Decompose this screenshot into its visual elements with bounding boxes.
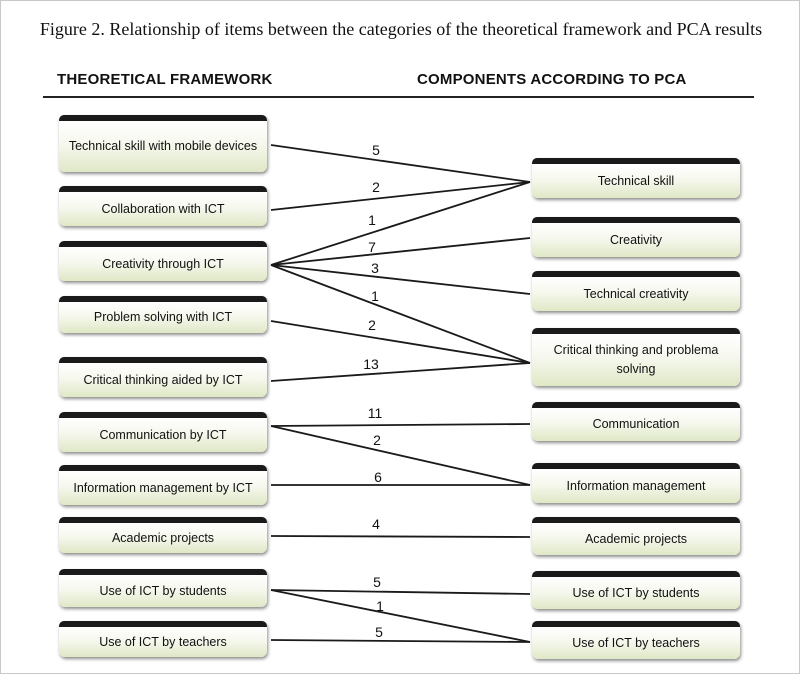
framework-box: Communication by ICT (59, 412, 267, 452)
component-box-label: Use of ICT by students (572, 585, 700, 600)
component-box-label: Communication (592, 417, 680, 431)
component-box-label: Use of ICT by teachers (572, 635, 700, 650)
component-box: Communication (532, 402, 740, 441)
item-count-label: 1 (376, 598, 384, 614)
item-count-label: 1 (371, 288, 379, 304)
item-count-label: 5 (373, 574, 381, 590)
framework-box: Academic projects (59, 517, 267, 553)
pca-components-header: COMPONENTS ACCORDING TO PCA (417, 71, 687, 88)
item-count-label: 6 (374, 469, 382, 485)
framework-box: Problem solving with ICT (59, 296, 267, 333)
component-box-label: Technical creativity (583, 286, 689, 301)
item-count-label: 7 (368, 239, 376, 255)
framework-box: Use of ICT by teachers (59, 621, 267, 657)
component-box-label: Information management (566, 478, 706, 493)
item-count-label: 4 (372, 516, 380, 532)
relationship-line (270, 362, 531, 382)
relationship-line (270, 181, 531, 266)
item-count-label: 2 (372, 179, 380, 195)
relationship-line (270, 264, 531, 295)
relationship-line (270, 639, 531, 643)
framework-box-label: Information management by ICT (73, 480, 253, 495)
relationship-line (270, 423, 531, 427)
framework-box: Collaboration with ICT (59, 186, 267, 226)
framework-box: Critical thinking aided by ICT (59, 357, 267, 397)
component-box: Information management (532, 463, 740, 503)
relationship-line (270, 589, 531, 643)
framework-box-label: Use of ICT by teachers (99, 634, 227, 649)
item-count-label: 3 (371, 260, 379, 276)
component-box: Academic projects (532, 517, 740, 555)
framework-box-label: Use of ICT by students (99, 583, 227, 598)
item-count-label: 5 (372, 142, 380, 158)
relationship-line (270, 237, 531, 266)
relationship-line (270, 181, 531, 211)
relationship-line (270, 535, 531, 538)
relationship-line (270, 264, 531, 364)
framework-box-label: Collaboration with ICT (101, 201, 225, 216)
component-box: Technical creativity (532, 271, 740, 311)
item-count-label: 11 (367, 405, 383, 421)
component-box-label: Technical skill (597, 173, 675, 188)
header-rule (43, 96, 754, 98)
item-count-label: 2 (368, 317, 376, 333)
component-box: Use of ICT by students (532, 571, 740, 609)
framework-box-label: Academic projects (111, 530, 215, 545)
relationship-line (270, 320, 531, 364)
framework-box: Information management by ICT (59, 465, 267, 505)
framework-box: Creativity through ICT (59, 241, 267, 281)
framework-box-label: Creativity through ICT (102, 256, 224, 271)
relationship-line (270, 425, 531, 486)
theoretical-framework-header: THEORETICAL FRAMEWORK (57, 71, 273, 88)
item-count-label: 13 (363, 356, 379, 372)
component-box: Use of ICT by teachers (532, 621, 740, 659)
framework-box-label: Critical thinking aided by ICT (83, 372, 243, 387)
framework-box-label: Problem solving with ICT (93, 310, 233, 324)
framework-box-label: Communication by ICT (99, 427, 227, 442)
relationship-line (270, 589, 531, 595)
item-count-label: 1 (368, 212, 376, 228)
item-count-label: 2 (373, 432, 381, 448)
figure-caption: Figure 2. Relationship of items between … (39, 19, 763, 39)
relationship-line (270, 144, 531, 183)
component-box: Technical skill (532, 158, 740, 198)
component-box-label: Academic projects (584, 531, 688, 546)
component-box-label: Critical thinking and problema solving (553, 343, 719, 376)
framework-box-label: Technical skill with mobile devices (68, 139, 258, 153)
component-box: Creativity (532, 217, 740, 257)
framework-box: Technical skill with mobile devices (59, 115, 267, 172)
component-box: Critical thinking and problema solving (532, 328, 740, 386)
framework-box: Use of ICT by students (59, 569, 267, 607)
component-box-label: Creativity (609, 232, 663, 247)
item-count-label: 5 (375, 624, 383, 640)
